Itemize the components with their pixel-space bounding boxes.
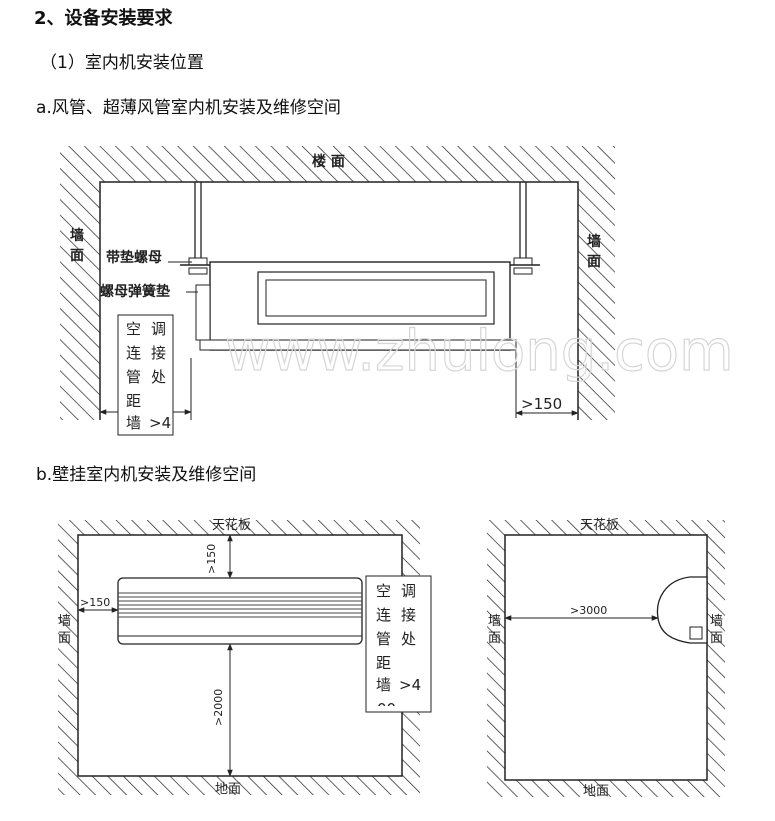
note-b-c2-1: 调 (401, 582, 416, 600)
front-clearance-dim: >3000 (570, 604, 607, 617)
note-a-c1-1: 空 (126, 320, 141, 338)
ceiling-label: 天花板 (212, 517, 251, 533)
note-b-c1-1: 空 (376, 582, 391, 600)
note-a-c2-3: 处 (151, 368, 166, 386)
right-clearance-dim: >150 (521, 395, 562, 413)
wall-unit-diagram-left: 天花板 地面 墙 面 >150 >150 >2000 空 连 管 距 墙 调 接… (58, 517, 432, 797)
note-b-c1-5: 墙 (376, 676, 391, 694)
wall-unit-diagram-right: 天花板 地面 墙 面 墙 面 >3000 (487, 517, 725, 799)
top-clearance-dim: >150 (205, 544, 218, 574)
left-wall-label-1: 墙 (70, 227, 84, 244)
subsection-heading: （1）室内机安装位置 (40, 53, 204, 73)
ceiling-label: 天花板 (580, 517, 619, 533)
section-heading: 2、设备安装要求 (34, 8, 173, 29)
note-a-c2-1: 调 (151, 320, 166, 338)
note-a-c2-4: >4 (149, 414, 171, 432)
right-wall-label-1: 墙 (710, 614, 723, 629)
wall-label-2: 面 (58, 631, 71, 646)
ceiling-slab (60, 146, 615, 182)
left-clearance-dim: >150 (80, 596, 110, 609)
note-a-c1-3: 管 (126, 368, 141, 386)
left-wall (60, 182, 100, 420)
wall-label-1: 墙 (58, 614, 71, 629)
note-b-c1-2: 连 (376, 606, 391, 624)
note-b-c2-2: 接 (401, 606, 416, 624)
left-wall-label-1: 墙 (488, 614, 501, 629)
floor-label: 地面 (215, 782, 241, 797)
note-b-c2-5: 00 (377, 700, 396, 718)
right-wall-label-2: 面 (710, 631, 723, 646)
note-a-c2-2: 接 (151, 344, 166, 362)
right-wall-label-2: 面 (587, 254, 601, 270)
floor-label: 地面 (583, 784, 609, 799)
note-b-c2-3: 处 (401, 630, 416, 648)
note-b-c1-4: 距 (376, 654, 391, 672)
right-wall (578, 182, 615, 420)
note-a-c1-4: 距 (126, 392, 141, 410)
floor-clearance-dim: >2000 (212, 689, 225, 726)
washer-label: 螺母弹簧垫 (100, 283, 170, 300)
part-a-heading: a.风管、超薄风管室内机安装及维修空间 (36, 98, 341, 118)
duct-indoor-unit (209, 261, 511, 351)
left-wall-label-2: 面 (488, 631, 501, 646)
piping-note-box (117, 314, 174, 436)
note-b-c1-3: 管 (376, 630, 391, 648)
part-b-heading: b.壁挂室内机安装及维修空间 (36, 465, 257, 485)
note-b-c2-4: >4 (399, 676, 421, 694)
nut-label: 带垫螺母 (106, 249, 162, 266)
right-wall-label-1: 墙 (587, 233, 601, 250)
watermark: www.zhulong.com (225, 319, 734, 384)
ceiling-label: 楼 面 (312, 153, 345, 170)
note-a-c1-2: 连 (126, 344, 141, 362)
note-a-c1-5: 墙 (126, 414, 141, 432)
duct-unit-diagram: www.zhulong.com 楼 面 墙 面 墙 面 带垫螺母 螺母弹簧垫 >… (60, 146, 734, 436)
left-wall-label-2: 面 (70, 248, 84, 264)
piping-note-box (365, 575, 432, 713)
